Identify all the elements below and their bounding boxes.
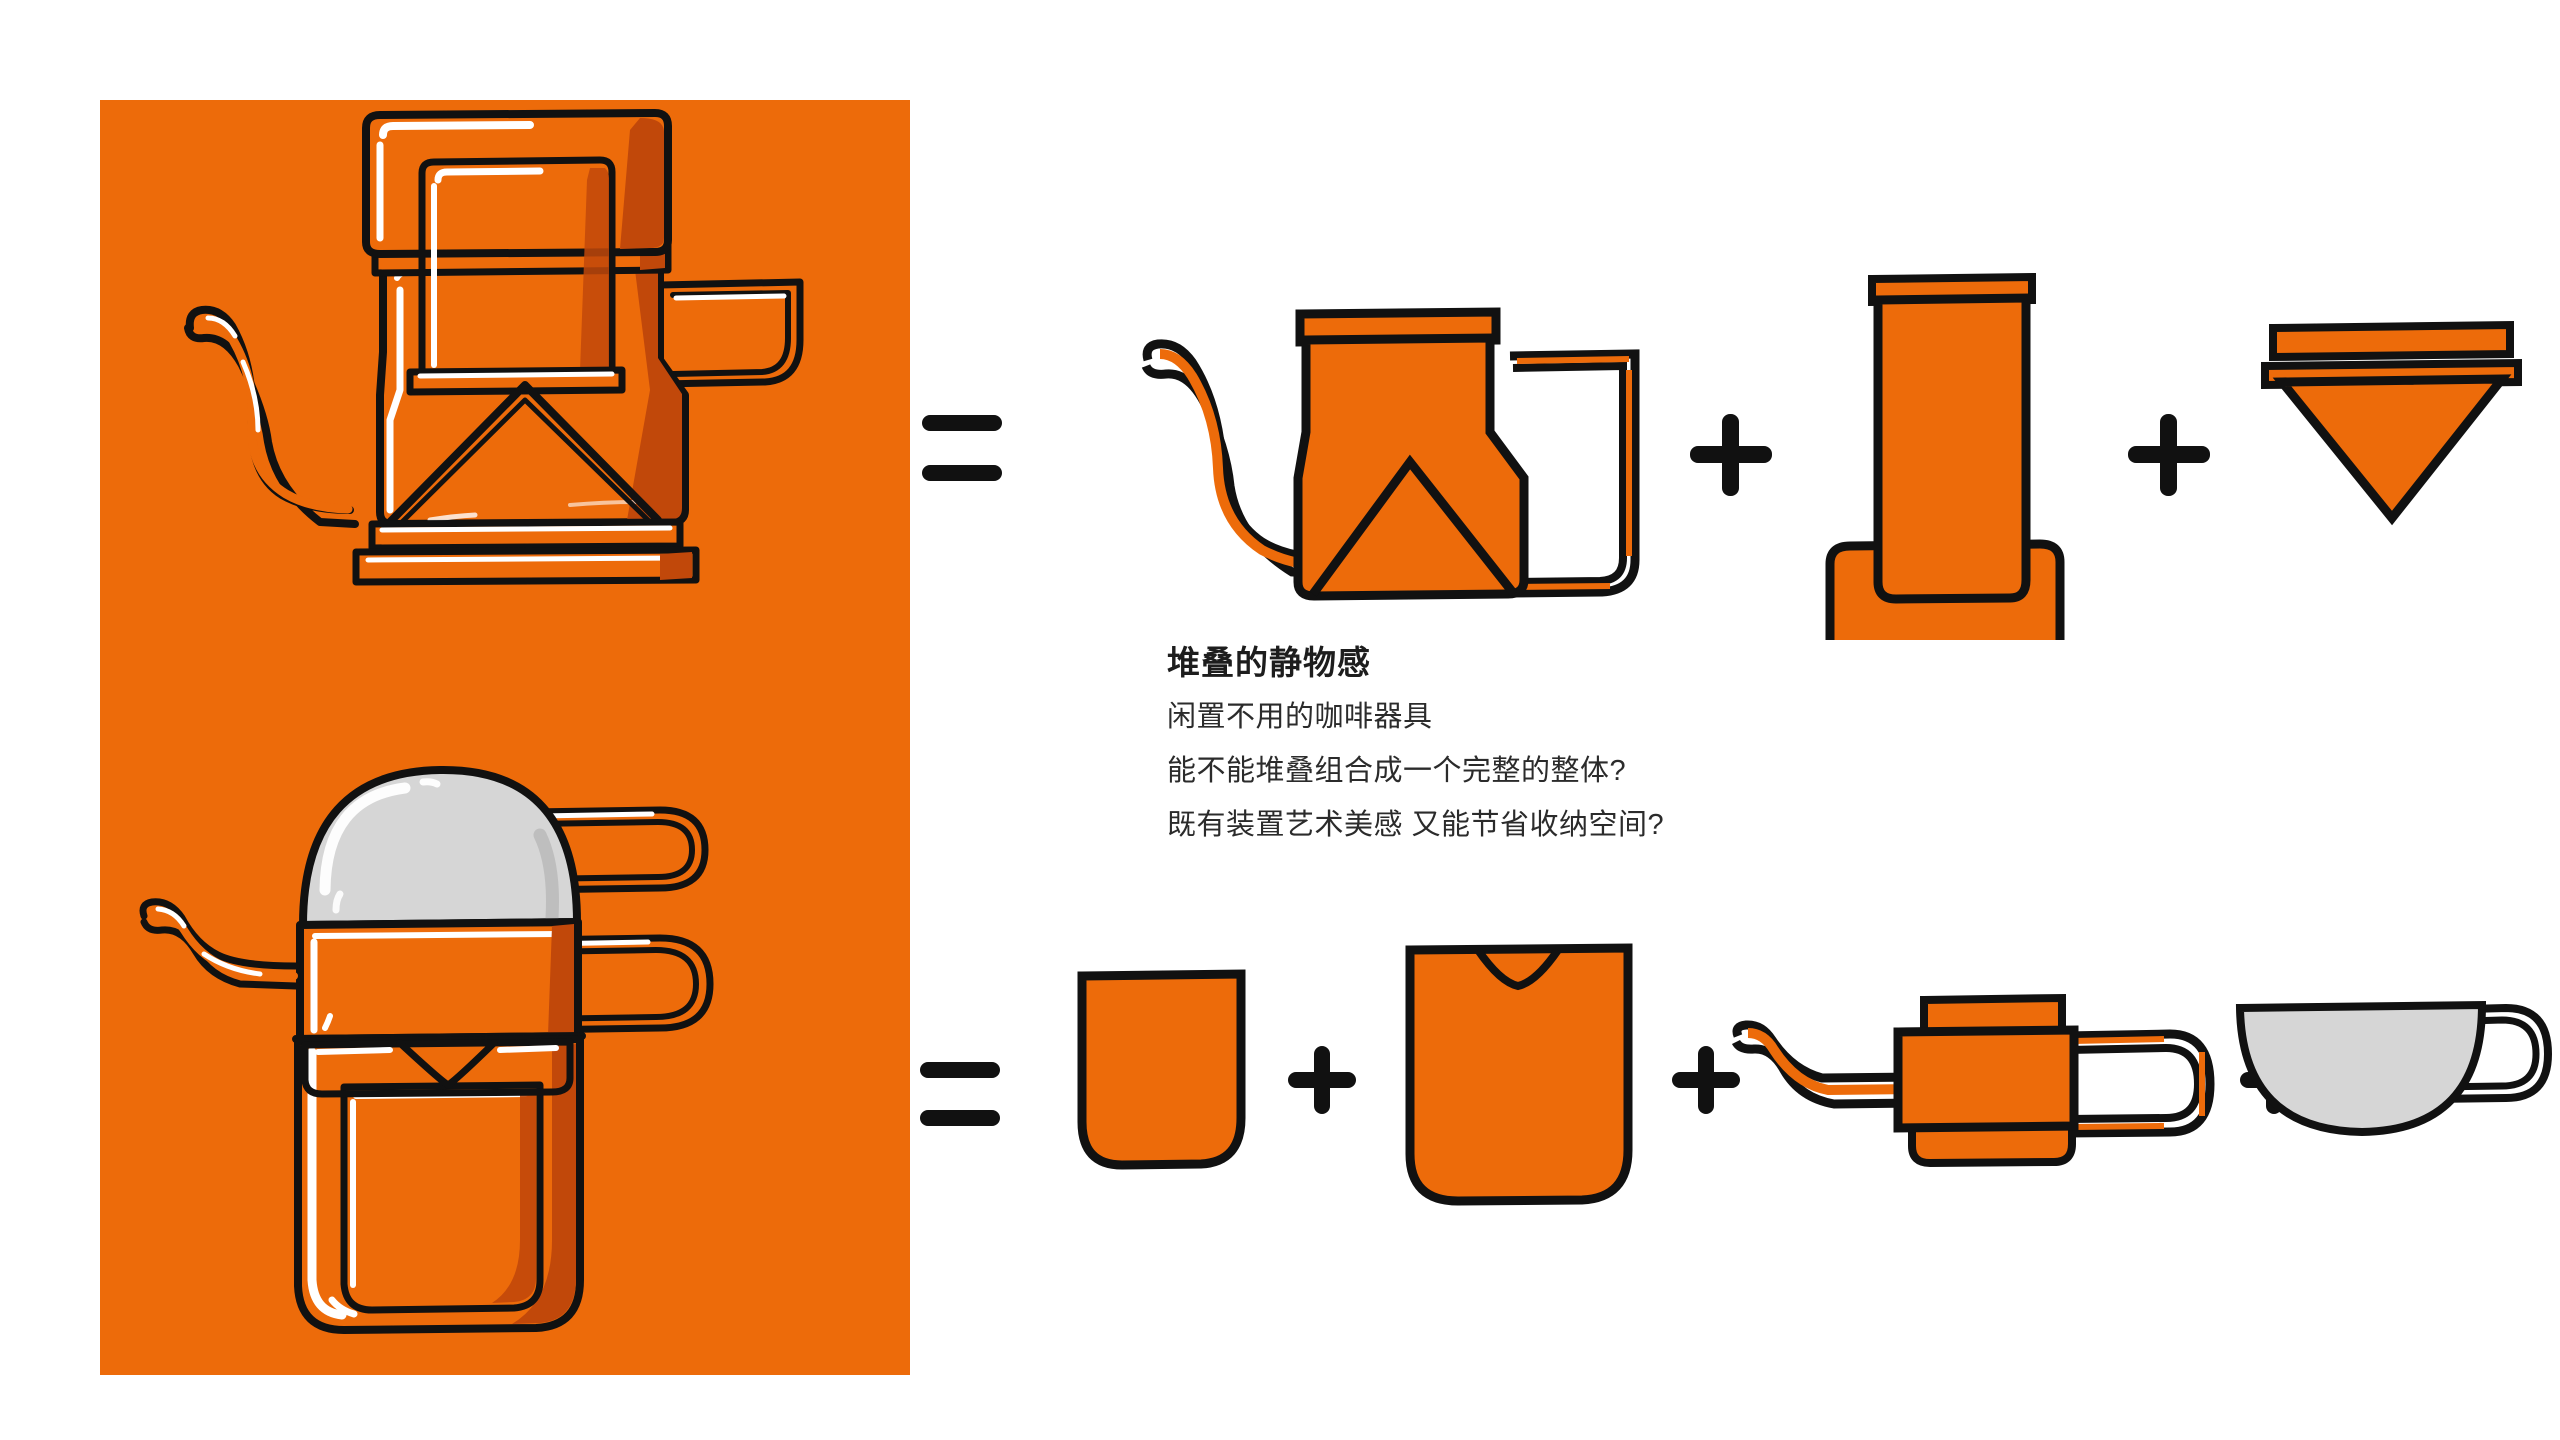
equation-row-bottom: [910, 940, 2560, 1270]
caption-line-2: 能不能堆叠组合成一个完整的整体?: [1167, 755, 1627, 788]
page-title: 堆叠的静物感: [1167, 644, 1371, 681]
term-kettle-with-handle: [1141, 307, 1640, 601]
term-grinder-on-stand: [1825, 272, 2065, 640]
equation-row-top: [910, 250, 2560, 640]
equals-sign-bottom: [920, 1062, 1000, 1126]
term-grey-bowl-cup: [2235, 1000, 2553, 1137]
equations-column: 堆叠的静物感 闲置不用的咖啡器具 能不能堆叠组合成一个完整的整体? 既有装置艺术…: [910, 0, 2560, 1440]
plus-sign-bottom-2: [1672, 1046, 1740, 1114]
plus-sign-bottom-1: [1288, 1046, 1356, 1114]
orange-poster-panel: [100, 100, 910, 1375]
term-small-glass-vessel: [1077, 969, 1246, 1170]
caption-line-3: 既有装置艺术美感 又能节省收纳空间?: [1167, 809, 1665, 842]
caption-line-1: 闲置不用的咖啡器具: [1167, 701, 1433, 734]
term-kettle-body-flat: [1731, 993, 2215, 1168]
term-large-glass-carafe: [1405, 943, 1633, 1206]
equals-sign-top: [922, 415, 1002, 481]
caption-block: 堆叠的静物感 闲置不用的咖啡器具 能不能堆叠组合成一个完整的整体? 既有装置艺术…: [1167, 644, 2167, 842]
stacked-coffee-assembly-bottom: [139, 765, 714, 1334]
stacked-coffee-assembly-top: [184, 109, 804, 586]
plus-sign-top-1: [1690, 414, 1772, 496]
plus-sign-top-2: [2128, 414, 2210, 496]
term-filter-cone-dripper: [2261, 320, 2522, 526]
